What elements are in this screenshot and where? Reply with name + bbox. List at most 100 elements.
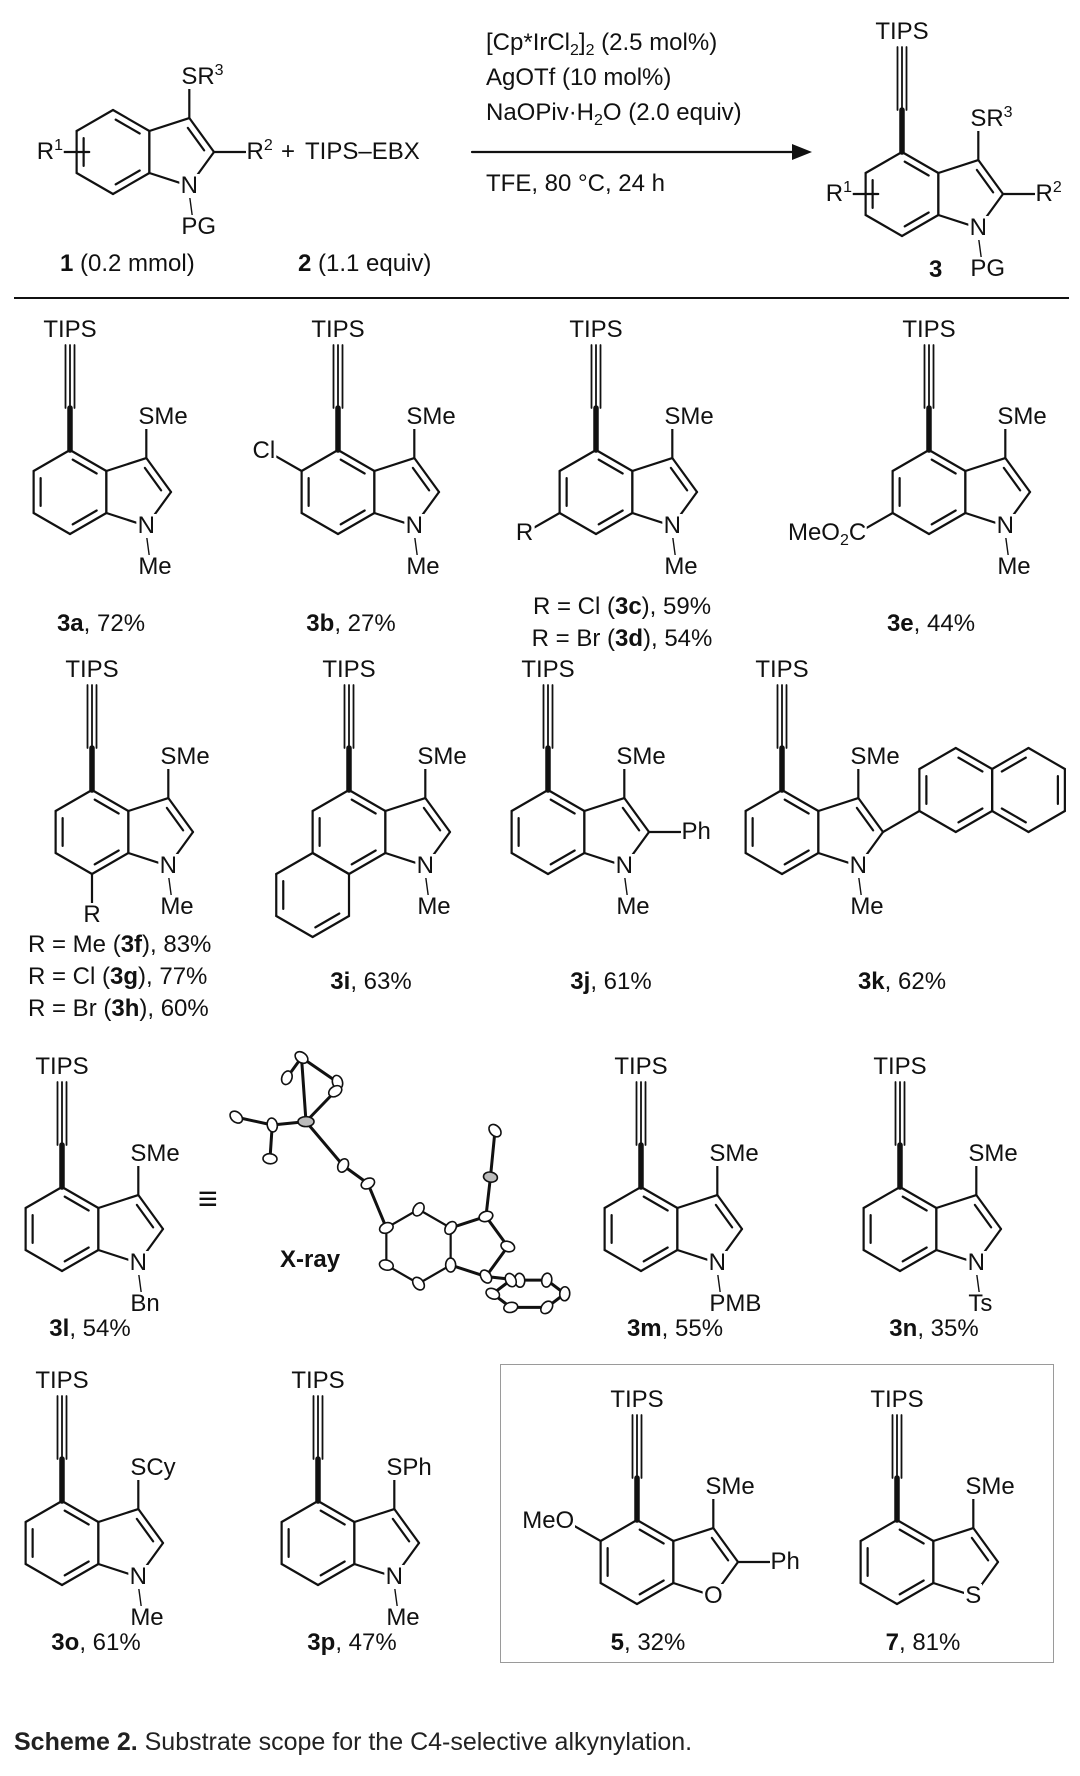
- compound-id: 3n: [889, 1315, 918, 1342]
- yield-separator: ,: [623, 1629, 638, 1656]
- label-text: C: [848, 519, 867, 547]
- label-text: SMe: [997, 402, 1047, 430]
- benzene-ring-bond: [60, 1185, 100, 1210]
- n-substituent-label: PMB: [708, 1292, 763, 1317]
- compound-id: 3e: [886, 610, 914, 637]
- compound-yield-label: 3n, 35%: [889, 1314, 978, 1344]
- label-text: TIPS: [35, 1053, 89, 1081]
- tips-label: TIPS: [520, 658, 576, 683]
- compound-id: 7: [885, 1629, 899, 1656]
- compound-id: 5: [610, 1629, 624, 1656]
- compound-yield-label: R = Me (3f), 83%: [28, 930, 211, 960]
- benzene-ring-bond: [54, 788, 94, 813]
- compound-id: 3o: [51, 1629, 80, 1656]
- label-text: TIPS: [569, 316, 623, 344]
- xray-atom-ellipse: [378, 1221, 394, 1235]
- label-text: R: [515, 519, 534, 547]
- c2-substituent-label: R2: [245, 138, 274, 164]
- double-bond-line: [970, 1536, 990, 1562]
- double-bond-line: [549, 849, 576, 866]
- benzene-ring-bond: [862, 1185, 902, 1210]
- benzene-ring-bond: [891, 448, 931, 473]
- xray-bond: [488, 1129, 497, 1179]
- label-text: TIPS: [291, 1367, 345, 1395]
- benzene-ring-bond: [898, 1248, 938, 1273]
- yield-value: 55%: [674, 1315, 724, 1342]
- label-text: SMe: [130, 1139, 180, 1167]
- five-ring-bond: [631, 456, 674, 473]
- c6-substituent-label: MeO2C: [786, 519, 868, 549]
- five-ring-bond: [167, 796, 195, 834]
- xray-bond: [366, 1182, 388, 1230]
- benzene-ring-bond: [336, 511, 376, 536]
- benzene-ring-bond: [603, 1185, 643, 1210]
- compound-id: 3m: [626, 1315, 662, 1342]
- compound-yield-label: R = Br (3d), 54%: [532, 624, 713, 654]
- double-bond-line: [350, 798, 377, 815]
- compound-yield-label: 3o, 61%: [51, 1628, 140, 1658]
- naphthalene-bond: [1027, 746, 1066, 771]
- naphthalene-bond: [991, 746, 1030, 771]
- five-ring-bond: [676, 1193, 719, 1210]
- benzene-ring-bond: [895, 1581, 935, 1606]
- c5-substituent-label: Cl: [251, 438, 277, 463]
- double-bond-line: [350, 849, 377, 866]
- double-bond-line: [391, 1517, 411, 1543]
- xray-atom-ellipse: [444, 1220, 458, 1236]
- heteroatom-label: N: [662, 513, 682, 538]
- label-text: R = Br (: [531, 625, 615, 652]
- yield-value: 61%: [92, 1629, 141, 1656]
- yield-value: 62%: [898, 968, 947, 995]
- n-substituent-label: Me: [416, 895, 452, 920]
- five-ring-bond: [373, 456, 416, 473]
- double-bond-line: [903, 211, 930, 228]
- c3-thioether-label: SMe: [663, 404, 715, 429]
- xray-atom-ellipse: [485, 1287, 501, 1300]
- benzene-ring-bond: [891, 511, 931, 536]
- fused-ring-bond: [275, 914, 314, 939]
- tips-label: TIPS: [34, 1053, 90, 1081]
- double-bond-line: [135, 1517, 155, 1543]
- yield-value: 47%: [348, 1629, 397, 1656]
- n-substituent-label: Me: [159, 895, 195, 920]
- double-bond-line: [1000, 756, 1027, 773]
- label-text: SR: [181, 62, 215, 90]
- reactant-label: 1 (0.2 mmol): [60, 251, 195, 277]
- benzene-ring-bond: [24, 1185, 64, 1210]
- double-bond-line: [710, 1536, 730, 1562]
- benzene-ring-bond: [599, 1518, 639, 1543]
- label-text: N: [849, 851, 867, 879]
- naphthalene-bond: [918, 746, 957, 771]
- benzene-ring-bond: [111, 108, 151, 133]
- compound-yield-label: 3i, 63%: [330, 967, 411, 997]
- five-ring-bond: [188, 116, 216, 154]
- product-number: 3: [929, 257, 942, 283]
- double-bond-line: [114, 169, 141, 186]
- text: NaOPiv·H: [486, 99, 595, 126]
- benzene-ring-bond: [60, 1499, 100, 1524]
- compound-yield-label: 3e, 44%: [887, 609, 975, 639]
- label-text: N: [708, 1248, 726, 1276]
- yield-separator: ,: [334, 610, 348, 637]
- heteroatom-label: S: [964, 1583, 983, 1608]
- double-bond-line: [898, 1579, 925, 1596]
- text: [Cp*IrCl: [486, 29, 571, 56]
- double-bond-line: [71, 509, 98, 526]
- benzene-ring-bond: [780, 788, 820, 813]
- caption-label: Scheme 2.: [14, 1728, 138, 1756]
- benzene-ring-bond: [864, 213, 904, 238]
- benzene-ring-bond: [635, 1518, 675, 1543]
- benzene-ring-bond: [900, 150, 940, 175]
- five-ring-bond: [935, 1193, 978, 1210]
- benzene-ring-bond: [862, 1248, 902, 1273]
- c2-substituent-label: Ph: [680, 820, 712, 844]
- label-text: N: [416, 851, 434, 879]
- benzene-ring-bond: [639, 1248, 679, 1273]
- label-text: SR: [970, 104, 1004, 132]
- benzene-ring-bond: [347, 851, 387, 876]
- label-text: TIPS: [65, 656, 119, 684]
- five-ring-bond: [145, 456, 173, 494]
- n-substituent-label: Me: [849, 895, 885, 920]
- double-bond-line: [63, 1195, 90, 1212]
- scheme-caption: Scheme 2. Substrate scope for the C4-sel…: [14, 1728, 692, 1757]
